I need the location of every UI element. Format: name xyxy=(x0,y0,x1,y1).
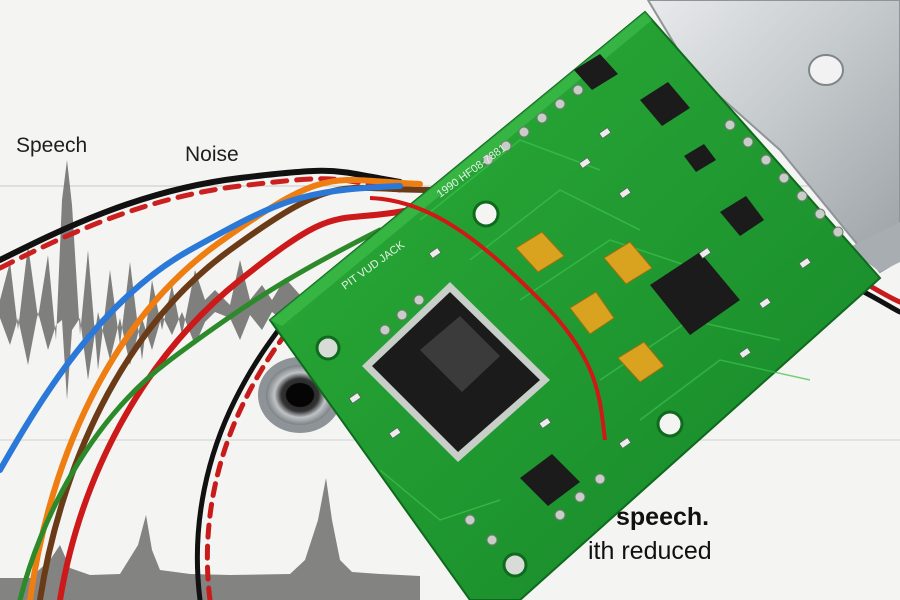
smd-components xyxy=(348,127,812,449)
main-dsp-chip xyxy=(362,282,550,462)
heatsink-hole xyxy=(808,54,844,86)
paper-text-line-2: ith reduced xyxy=(588,537,712,565)
label-noise: Noise xyxy=(185,143,239,166)
paper-text-line-1: speech. xyxy=(616,503,710,531)
red-jumper-wire xyxy=(369,196,607,441)
pcb-pads xyxy=(379,70,844,566)
tantalum-capacitors xyxy=(515,231,665,383)
mounting-holes xyxy=(315,200,684,578)
label-speech: Speech xyxy=(16,134,88,157)
ic-chips xyxy=(520,54,764,506)
lower-waveform xyxy=(0,478,420,600)
pcb-traces xyxy=(379,139,811,521)
